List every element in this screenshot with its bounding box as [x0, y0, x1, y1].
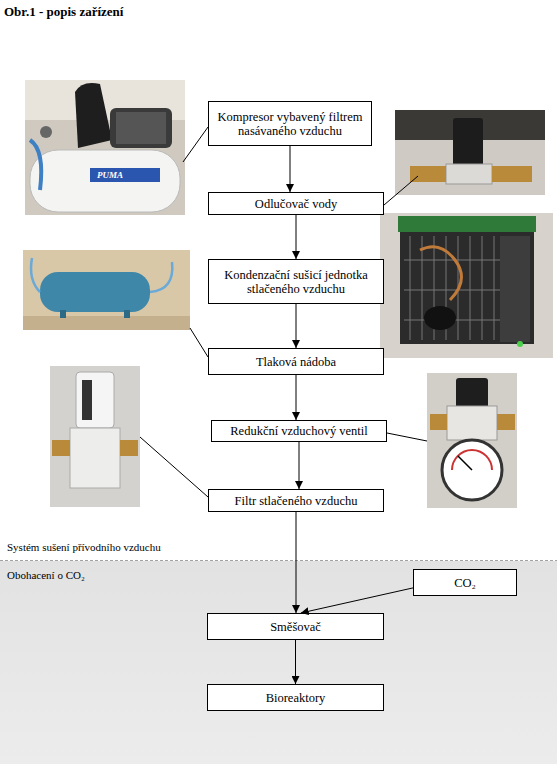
photo-background [395, 110, 545, 195]
leader-line [140, 437, 208, 497]
cage-wire [482, 236, 483, 340]
flow-arrow [299, 442, 300, 489]
regulator-knob [456, 378, 488, 408]
photo-background [25, 80, 185, 215]
water-separator-photo [395, 110, 545, 195]
figure-title: Obr.1 - popis zařízení [4, 4, 123, 20]
leader-line [384, 176, 418, 205]
copper-coil [420, 247, 461, 300]
leader-line [387, 433, 427, 441]
air-hose [30, 140, 41, 190]
cage-wire [410, 236, 411, 340]
dryer-lid [398, 216, 536, 232]
brass-fitting [497, 414, 515, 430]
brass-fitting [120, 440, 138, 456]
process-box: Směšovač [207, 613, 384, 640]
flow-arrow [296, 215, 297, 259]
cage-wire [422, 236, 423, 340]
flow-arrow [296, 512, 297, 613]
flow-arrow [296, 304, 297, 348]
shelf [23, 316, 190, 330]
filter-body [70, 428, 120, 488]
tank-foot [124, 310, 130, 318]
process-box: CO₂ [413, 569, 517, 596]
photo-background [380, 213, 553, 358]
brass-fitting [410, 166, 446, 182]
cage-wire [470, 236, 471, 340]
leader-line [183, 127, 208, 162]
pressure-gauge [40, 126, 52, 138]
filter-window [82, 380, 92, 420]
dryer-photo [380, 213, 553, 358]
motor-shroud [75, 83, 112, 148]
process-box: Bioreaktory [207, 684, 384, 711]
compressor-photo [25, 80, 185, 215]
process-box: Kondenzační sušicí jednotka stlačeného v… [208, 259, 384, 304]
box-label: Tlaková nádoba [256, 355, 336, 369]
section-label: Obohacení o CO₂ [7, 569, 85, 581]
tank-foot [60, 310, 66, 318]
photo-background [50, 366, 140, 507]
process-box: Odlučovač vody [208, 192, 384, 215]
regulator-body [447, 406, 497, 440]
separator-body [446, 164, 492, 184]
gauge-scale [452, 450, 492, 470]
air-hose [150, 262, 172, 292]
motor-fins [116, 112, 166, 144]
section-label: Systém sušení přívodního vzduchu [7, 541, 161, 553]
compressor-unit [424, 306, 456, 330]
flow-arrow [296, 375, 297, 420]
cage-wire [494, 236, 495, 340]
brass-fitting [430, 414, 447, 430]
air-tank [30, 150, 180, 212]
box-label: Směšovač [270, 620, 321, 634]
filter-photo [50, 366, 140, 507]
side-panel [500, 236, 530, 342]
process-box: Kompresor vybavený filtrem nasávaného vz… [208, 101, 372, 146]
box-label: Redukční vzduchový ventil [230, 424, 367, 438]
motor [110, 108, 172, 148]
brand-label: PUMA [97, 170, 123, 180]
status-led [517, 341, 523, 347]
box-label: CO₂ [454, 576, 476, 590]
gauge-needle [458, 456, 472, 470]
box-label: Kompresor vybavený filtrem nasávaného vz… [212, 110, 368, 138]
leader-line [190, 328, 208, 357]
tank-photo [23, 250, 190, 330]
process-box: Filtr stlačeného vzduchu [208, 489, 384, 512]
process-box: Redukční vzduchový ventil [211, 420, 387, 442]
flow-arrow [290, 146, 291, 192]
pressure-tank [40, 272, 150, 312]
box-label: Bioreaktory [266, 691, 326, 705]
regulator-photo [427, 373, 517, 508]
brass-fitting [492, 166, 532, 182]
flow-arrow [295, 640, 296, 684]
filter-bowl [76, 372, 114, 428]
brand-stripe [90, 168, 160, 182]
box-label: Kondenzační sušicí jednotka stlačeného v… [212, 268, 380, 296]
separator-bowl [453, 118, 483, 168]
pressure-gauge [442, 440, 502, 500]
photo-background [23, 250, 190, 330]
box-label: Odlučovač vody [255, 197, 337, 211]
box-label: Filtr stlačeného vzduchu [235, 494, 358, 508]
section-band: Obohacení o CO₂ CO₂ SměšovačBioreaktory [0, 561, 557, 764]
air-hose [31, 258, 40, 292]
brass-fitting [52, 440, 70, 456]
photo-background [427, 373, 517, 508]
process-box: Tlaková nádoba [208, 348, 384, 375]
flow-arrow [301, 588, 413, 613]
dryer-frame [400, 232, 534, 344]
